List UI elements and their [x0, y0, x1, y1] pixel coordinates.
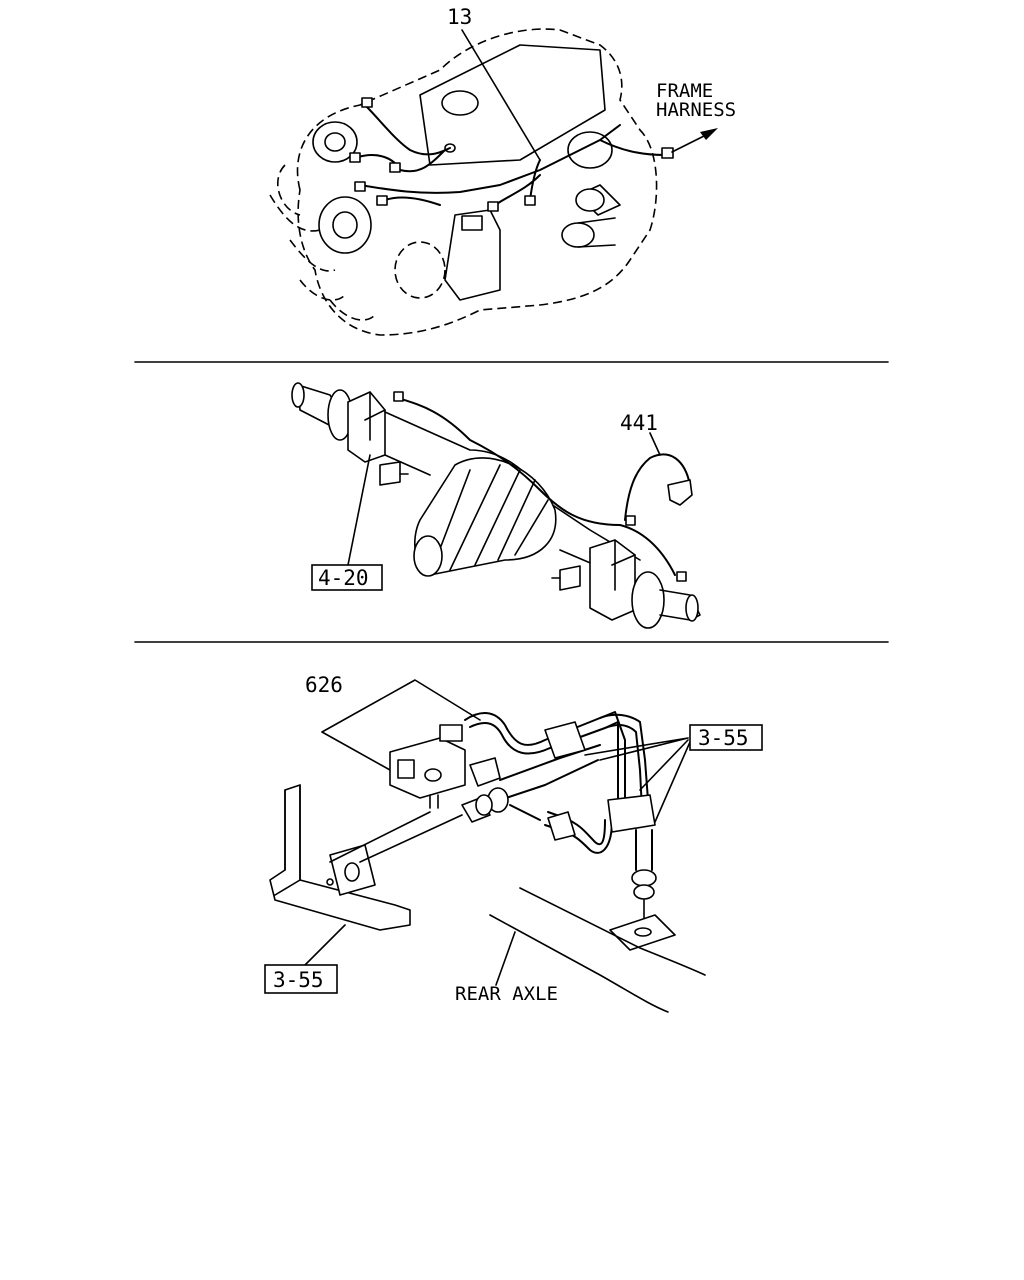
- lower-pulley: [394, 241, 446, 299]
- crank-pulley: [318, 196, 372, 254]
- fan-blades: [269, 164, 376, 321]
- axle-mount-plate: [609, 914, 676, 951]
- right-hub-flange: [631, 571, 665, 629]
- brake-lines-panel: 626 REAR AXLE: [264, 673, 763, 1013]
- engine-harness: [354, 104, 666, 206]
- callout-13: 13: [447, 5, 472, 29]
- rear-axle-label: REAR AXLE: [455, 983, 558, 1005]
- right-axle-shaft: [659, 589, 701, 621]
- left-spring-seat: [347, 391, 386, 463]
- ref-3-55-left-leader: [304, 924, 346, 966]
- rear-axle-leader: [495, 931, 516, 986]
- ref-3-55-right-leaders: [584, 737, 691, 823]
- ref-3-55-right-label: 3-55: [698, 726, 749, 750]
- axle-harness: [397, 397, 691, 576]
- fit-line-2: [359, 814, 463, 863]
- ref-box-3-55-right: [689, 724, 763, 751]
- axle-panel: 441 4-20: [291, 382, 701, 629]
- callout-441: 441: [620, 411, 658, 435]
- ref-3-55-left-label: 3-55: [273, 968, 324, 992]
- ref-box-3-55-left: [264, 964, 338, 994]
- callout-626: 626: [305, 673, 343, 697]
- frame-harness-label-line1: FRAME: [656, 80, 713, 102]
- fit-line-1: [329, 811, 431, 863]
- callout-626-leader: [321, 679, 481, 771]
- engine-block-outline: [296, 28, 658, 336]
- brake-pipe-upper: [464, 712, 649, 801]
- alternator: [567, 131, 613, 169]
- rocker-cover: [419, 44, 606, 166]
- rear-axle-outline: [489, 887, 706, 1013]
- right-spring-seat: [589, 539, 636, 621]
- brake-pipe-lower: [499, 744, 601, 801]
- hose-fitting-right: [547, 811, 576, 841]
- starter-cylinder-lower: [561, 222, 595, 248]
- ref-box-4-20: [311, 564, 383, 591]
- flex-hose: [635, 829, 653, 871]
- callout-441-leader: [649, 432, 661, 456]
- callout-13-leader: [461, 29, 541, 161]
- oil-filler-cap: [441, 90, 479, 116]
- ref-4-20-leader: [347, 454, 371, 566]
- upper-pulley: [312, 121, 358, 163]
- ref-4-20-label: 4-20: [318, 566, 369, 590]
- frame-harness-label-line2: HARNESS: [656, 99, 736, 121]
- pipe-clip-lower: [607, 794, 656, 833]
- pipe-clip-upper: [544, 721, 586, 759]
- engine-panel: 13 FRAME HARNESS: [269, 5, 736, 336]
